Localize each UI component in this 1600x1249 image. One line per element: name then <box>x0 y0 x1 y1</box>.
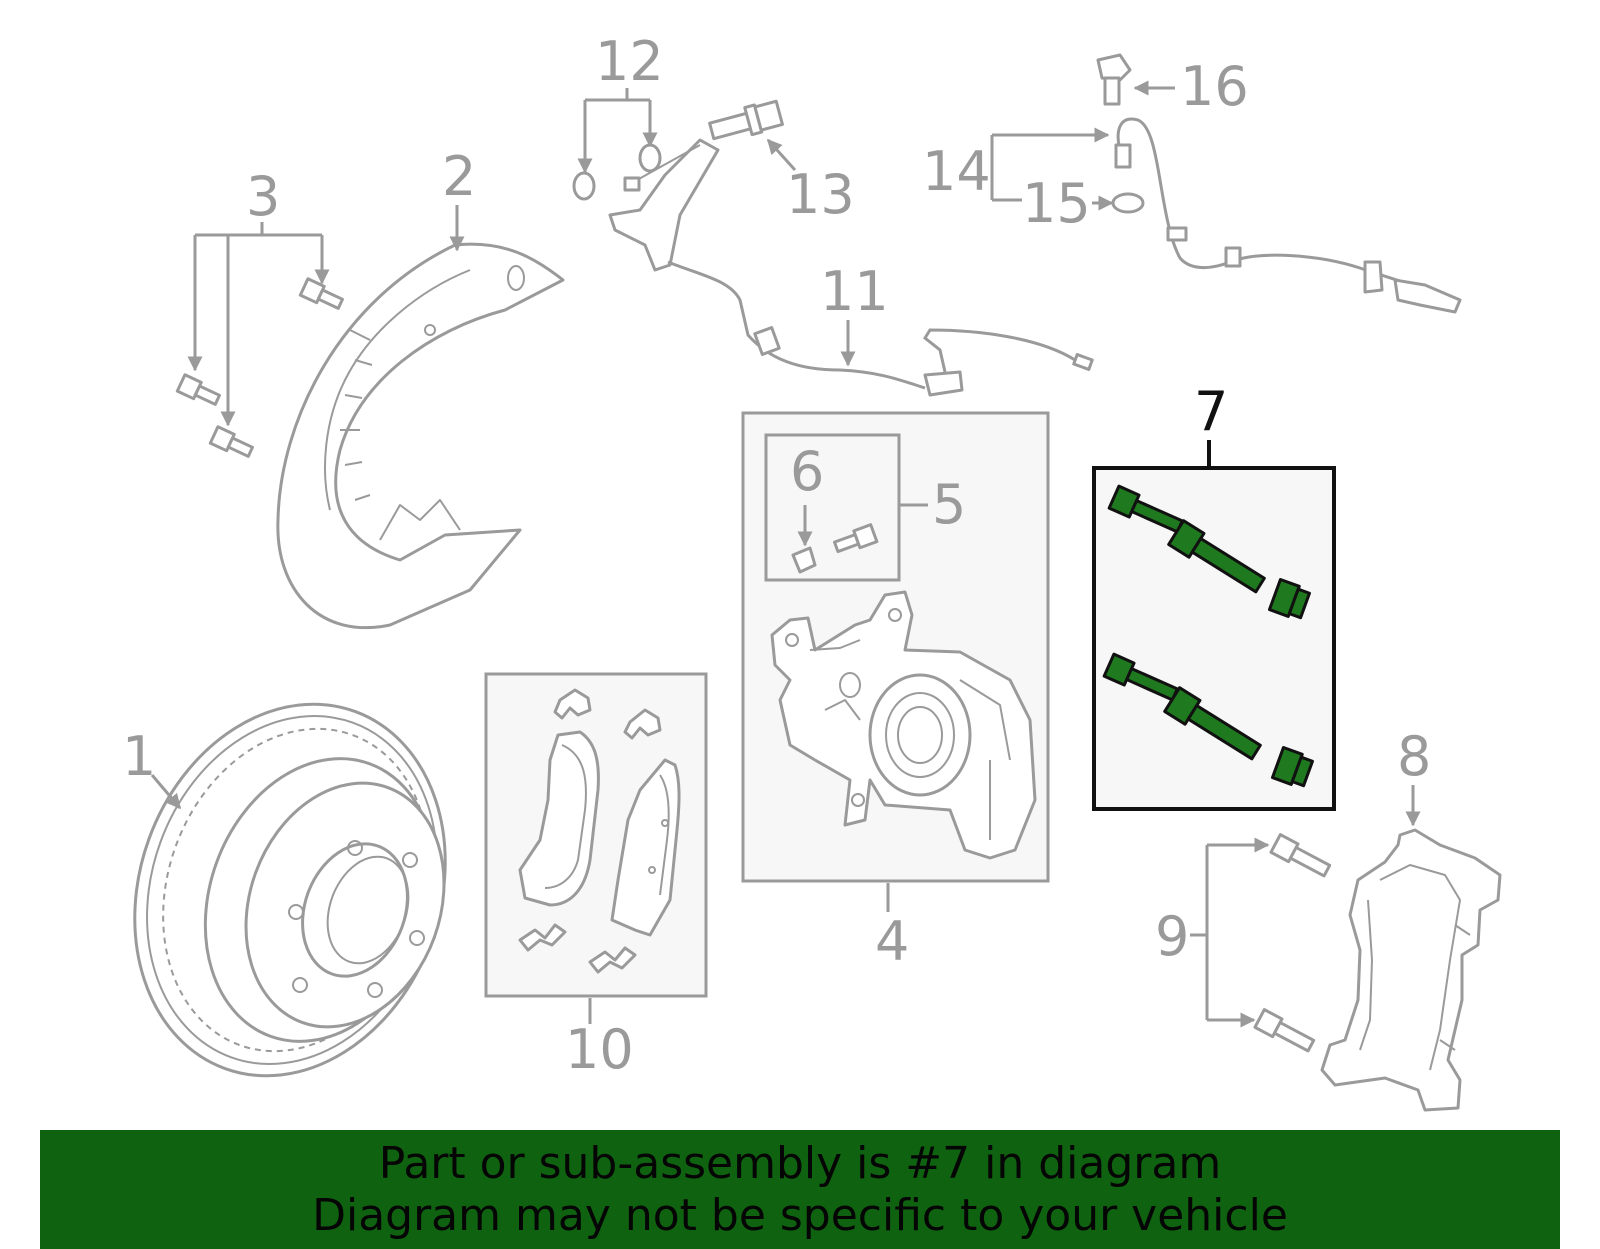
part-15-washer <box>1111 192 1145 214</box>
part-11-brake-hose <box>608 138 1094 397</box>
callout-16: 16 <box>1180 55 1249 118</box>
part-3-bolts <box>175 277 344 458</box>
callout-12: 12 <box>595 30 664 93</box>
callout-12-bracket <box>583 88 652 168</box>
callout-7-highlighted: 7 <box>1194 380 1228 443</box>
callout-9: 9 <box>1155 905 1189 968</box>
callout-5: 5 <box>932 473 966 536</box>
callout-3-bracket <box>193 222 324 420</box>
callout-1-leader <box>150 774 182 810</box>
callout-15: 15 <box>1022 172 1091 235</box>
callout-11: 11 <box>820 260 889 323</box>
part-6-cap <box>791 546 817 574</box>
callout-13: 13 <box>786 163 855 226</box>
part-4-caliper <box>770 590 1037 860</box>
callout-4: 4 <box>875 910 909 973</box>
callout-6: 6 <box>790 440 824 503</box>
part-13-banjo-bolt <box>708 99 784 141</box>
banner-line-disclaimer: Diagram may not be specific to your vehi… <box>312 1189 1288 1241</box>
part-2-dust-shield <box>276 242 565 630</box>
info-banner: Part or sub-assembly is #7 in diagram Di… <box>40 1130 1560 1249</box>
part-10-brake-pads <box>518 688 681 974</box>
part-9-bolts <box>1253 833 1332 1053</box>
part-1-brake-rotor <box>133 702 447 1078</box>
callout-10: 10 <box>565 1018 634 1081</box>
part-5-bleeder-box <box>764 433 901 582</box>
part-8-caliper-bracket <box>1320 828 1502 1112</box>
callout-2: 2 <box>442 145 476 208</box>
part-7-guide-pin-kit <box>1102 484 1314 788</box>
callout-9-bracket <box>1190 843 1262 1022</box>
part-16-bolt <box>1096 53 1132 106</box>
part-12-washers <box>572 143 662 201</box>
banner-line-part-number: Part or sub-assembly is #7 in diagram <box>378 1137 1222 1189</box>
callout-14-bracket <box>990 133 1105 202</box>
callout-13-leader <box>766 138 797 172</box>
part-5-bleeder <box>832 523 879 554</box>
callout-1: 1 <box>122 725 156 788</box>
part-14-abs-sensor <box>1114 117 1462 314</box>
callout-3: 3 <box>246 165 280 228</box>
callout-14: 14 <box>922 140 991 203</box>
callout-8: 8 <box>1397 725 1431 788</box>
